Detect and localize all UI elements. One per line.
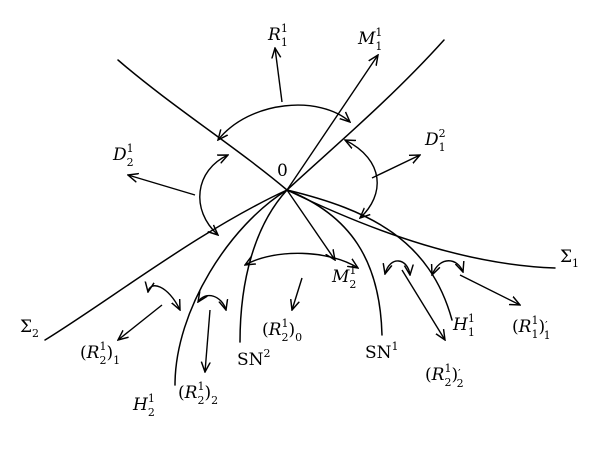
r11-1p-arrow xyxy=(459,274,520,305)
m11-line xyxy=(286,55,378,191)
origin-label: 0 xyxy=(277,161,288,181)
label-sigma2: Σ2 xyxy=(20,317,39,340)
d21-arrow xyxy=(128,175,196,196)
curve-upper-left xyxy=(117,59,288,191)
arc-sigma2-h21 xyxy=(148,286,180,310)
curve-sigma1 xyxy=(286,189,556,269)
arc-sn1-h11 xyxy=(385,260,410,275)
arc-bottom xyxy=(245,252,358,268)
r21-0-arrow xyxy=(292,277,303,310)
d12-arrow xyxy=(371,155,420,179)
curve-sigma2 xyxy=(44,189,288,341)
r21-2-arrow xyxy=(205,309,210,372)
r11-arrow xyxy=(275,48,283,103)
curve-h11 xyxy=(286,189,453,321)
arc-top xyxy=(218,104,350,140)
label-sn1: SN1 xyxy=(365,340,399,363)
arc-h21-sn2 xyxy=(198,296,226,310)
m21-line xyxy=(286,189,335,260)
arc-right xyxy=(345,140,378,218)
arc-left xyxy=(199,155,228,235)
label-sigma1: Σ1 xyxy=(560,247,579,270)
curve-upper-right xyxy=(286,39,445,191)
arc-h11-sigma1 xyxy=(432,260,463,275)
r21-2p-arrow xyxy=(401,269,445,340)
curve-h21 xyxy=(174,189,288,386)
r21-1-arrow xyxy=(118,304,163,340)
label-sn2: SN2 xyxy=(237,347,271,370)
